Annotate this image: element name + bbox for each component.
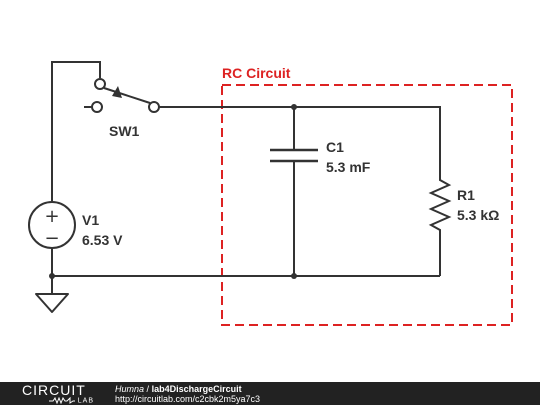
switch-label: SW1 — [109, 123, 140, 139]
source-value: 6.53 V — [82, 232, 123, 248]
resistor-name: R1 — [457, 187, 475, 203]
capacitor-value: 5.3 mF — [326, 159, 371, 175]
junction-bottom-cap — [291, 273, 297, 279]
logo-sub: LAB — [22, 396, 94, 405]
resistor-value: 5.3 kΩ — [457, 207, 499, 223]
capacitor-name: C1 — [326, 139, 344, 155]
logo-wordmark: CIRCUIT — [22, 382, 86, 398]
resistor-zigzag — [428, 175, 452, 276]
source-name: V1 — [82, 212, 99, 228]
logo-resistor-icon — [48, 396, 75, 405]
wire-top — [159, 106, 441, 175]
circuit-title[interactable]: lab4DischargeCircuit — [151, 384, 242, 394]
circuit-url[interactable]: http://circuitlab.com/c2cbk2m5ya7c3 — [115, 394, 261, 404]
circuit-meta: Humna / lab4DischargeCircuit http://circ… — [115, 384, 260, 404]
minus-icon: − — [44, 228, 59, 249]
circuitlab-logo[interactable]: CIRCUIT LAB — [22, 383, 94, 405]
wire-bottom — [51, 248, 440, 277]
author-link[interactable]: Humna — [115, 384, 145, 394]
ground-icon — [35, 293, 69, 313]
switch-terminal-a — [91, 101, 103, 113]
switch-common-terminal — [94, 78, 106, 90]
wire-left-top — [51, 61, 101, 201]
rc-circuit-box — [221, 84, 513, 326]
footer-bar: CIRCUIT LAB Humna / lab4DischargeCircuit… — [0, 382, 540, 405]
circuit-schematic: RC Circuit SW1 C1 5.3 mF R1 5.3 kΩ + − V… — [28, 61, 513, 326]
meta-separator: / — [146, 384, 150, 394]
switch-terminal-b — [148, 101, 160, 113]
logo-lab-text: LAB — [77, 397, 94, 405]
switch-blade — [103, 87, 151, 104]
rc-circuit-label: RC Circuit — [222, 65, 291, 81]
plus-icon: + — [44, 206, 59, 227]
switch-arrow-icon — [112, 86, 122, 98]
